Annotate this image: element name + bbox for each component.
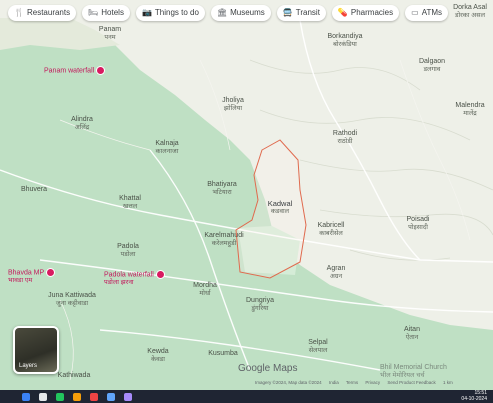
- fork-knife-icon: 🍴: [14, 8, 24, 17]
- taskbar: 15:51 04-10-2024: [0, 390, 493, 403]
- layers-label: Layers: [19, 363, 38, 369]
- bus-icon: 🚍: [282, 8, 293, 17]
- start-icon[interactable]: [22, 392, 30, 401]
- bed-icon: 🛏: [88, 8, 99, 17]
- chip-transit[interactable]: 🚍Transit: [276, 5, 326, 21]
- waterfall-pin-icon: [155, 270, 165, 279]
- system-clock[interactable]: 15:51 04-10-2024: [461, 390, 487, 402]
- chip-atms[interactable]: ▭ATMs: [405, 5, 448, 21]
- footer-feedback[interactable]: Send Product Feedback: [387, 380, 436, 385]
- store-icon[interactable]: [124, 392, 132, 401]
- chrome-icon[interactable]: [56, 392, 64, 401]
- place-bhuvera[interactable]: Bhuvera: [20, 186, 48, 193]
- chip-restaurants[interactable]: 🍴Restaurants: [8, 5, 77, 21]
- waterfall-pin-icon: [96, 66, 106, 75]
- chip-museums[interactable]: 🏛Museums: [210, 5, 271, 21]
- poi-panam-waterfall[interactable]: Panam waterfall: [44, 66, 106, 75]
- footer-attribution: Imagery ©2024, Map data ©2024: [255, 380, 322, 385]
- museum-icon: 🏛: [216, 8, 228, 17]
- map-footer: Imagery ©2024, Map data ©2024 India Term…: [255, 380, 459, 385]
- search-icon[interactable]: [39, 392, 47, 401]
- pharmacy-icon: 💊: [337, 8, 348, 17]
- google-maps-logo: Google Maps: [238, 363, 298, 374]
- footer-terms[interactable]: Terms: [345, 380, 359, 385]
- layers-button[interactable]: Layers: [13, 326, 59, 374]
- chip-pharmacies[interactable]: 💊Pharmacies: [331, 5, 400, 21]
- footer-scale[interactable]: 1 km: [442, 380, 453, 385]
- map-base: [0, 18, 493, 390]
- place-kathiwada[interactable]: Kathiwada: [57, 372, 91, 379]
- filter-chips: 🍴Restaurants 🛏Hotels 📷Things to do 🏛Muse…: [8, 5, 448, 21]
- app-icon[interactable]: [90, 392, 98, 401]
- chip-hotels[interactable]: 🛏Hotels: [82, 5, 130, 21]
- footer-privacy[interactable]: Privacy: [365, 380, 381, 385]
- map-canvas[interactable]: 🍴Restaurants 🛏Hotels 📷Things to do 🏛Muse…: [0, 0, 493, 390]
- edge-icon[interactable]: [107, 392, 115, 401]
- place-kusumba[interactable]: Kusumba: [208, 350, 238, 357]
- folder-icon[interactable]: [73, 392, 81, 401]
- place-pin-icon: [46, 268, 56, 277]
- footer-country[interactable]: India: [328, 380, 339, 385]
- chip-things-to-do[interactable]: 📷Things to do: [135, 5, 205, 21]
- camera-icon: 📷: [141, 8, 152, 17]
- village-boundary: [235, 139, 307, 279]
- atm-icon: ▭: [411, 8, 419, 17]
